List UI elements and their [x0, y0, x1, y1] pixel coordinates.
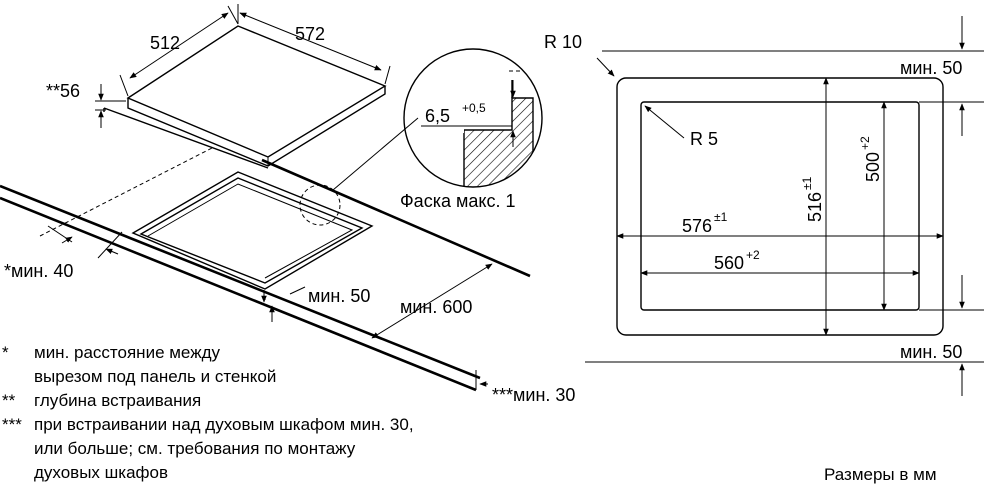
inner-cutout: [640, 101, 920, 311]
dim-516-tol: ±1: [800, 176, 814, 190]
footnotes: * мин. расстояние между вырезом под пане…: [2, 343, 414, 482]
chamfer-detail: 6,5 +0,5 Фаска макс. 1: [400, 48, 543, 211]
note-1-mark: *: [2, 343, 9, 362]
worktop: *мин. 40 мин. 50 мин. 600 ***мин. 30: [0, 117, 575, 405]
r5-label: R 5: [690, 129, 718, 149]
note-2-mark: **: [2, 391, 16, 410]
note-1-line-2: вырезом под панель и стенкой: [34, 367, 276, 386]
cutout: [131, 171, 374, 290]
note-1-line-1: мин. расстояние между: [34, 343, 220, 362]
min50-bottom-label: мин. 50: [900, 342, 962, 362]
min50-front-label: мин. 50: [308, 286, 370, 306]
dim-512-label: 512: [150, 33, 180, 53]
dim-560-label: 560: [714, 253, 744, 273]
dim-572-line: [239, 12, 382, 71]
min50-top-label: мин. 50: [900, 58, 962, 78]
detail-tolerance: +0,5: [462, 101, 486, 115]
outer-cutout: [616, 77, 944, 336]
min40-label: *мин. 40: [4, 261, 73, 281]
dim-516-label: 516: [805, 192, 825, 222]
detail-value: 6,5: [425, 106, 450, 126]
units-label: Размеры в мм: [824, 465, 937, 484]
chamfer-label: Фаска макс. 1: [400, 191, 515, 211]
dim-56-label: **56: [46, 81, 80, 101]
hob-isometric: 512 572 **56: [46, 4, 391, 169]
dim-576-tol: ±1: [714, 210, 728, 224]
dim-500-tol: +2: [858, 136, 872, 150]
dim-560-tol: +2: [746, 248, 760, 262]
plan-view: R 10 R 5 576 ±1 560 +2 516 ±1 500 +2 мин…: [544, 16, 984, 396]
r10-label: R 10: [544, 32, 582, 52]
note-2-line-1: глубина встраивания: [34, 391, 201, 410]
dim-572-label: 572: [295, 24, 325, 44]
hob-edge: [127, 86, 386, 167]
min600-label: мин. 600: [400, 297, 472, 317]
note-3-line-2: или больше; см. требования по монтажу: [34, 439, 356, 458]
detail-marker: [299, 184, 341, 226]
min30-label: ***мин. 30: [492, 385, 575, 405]
dim-500-label: 500: [863, 152, 883, 182]
dim-512-line: [129, 12, 229, 79]
note-3-line-1: при встраивании над духовым шкафом мин. …: [34, 415, 414, 434]
note-3-mark: ***: [2, 415, 22, 434]
note-3-line-3: духовых шкафов: [34, 463, 168, 482]
dim-600-line: [371, 263, 493, 339]
dim-576-label: 576: [682, 216, 712, 236]
